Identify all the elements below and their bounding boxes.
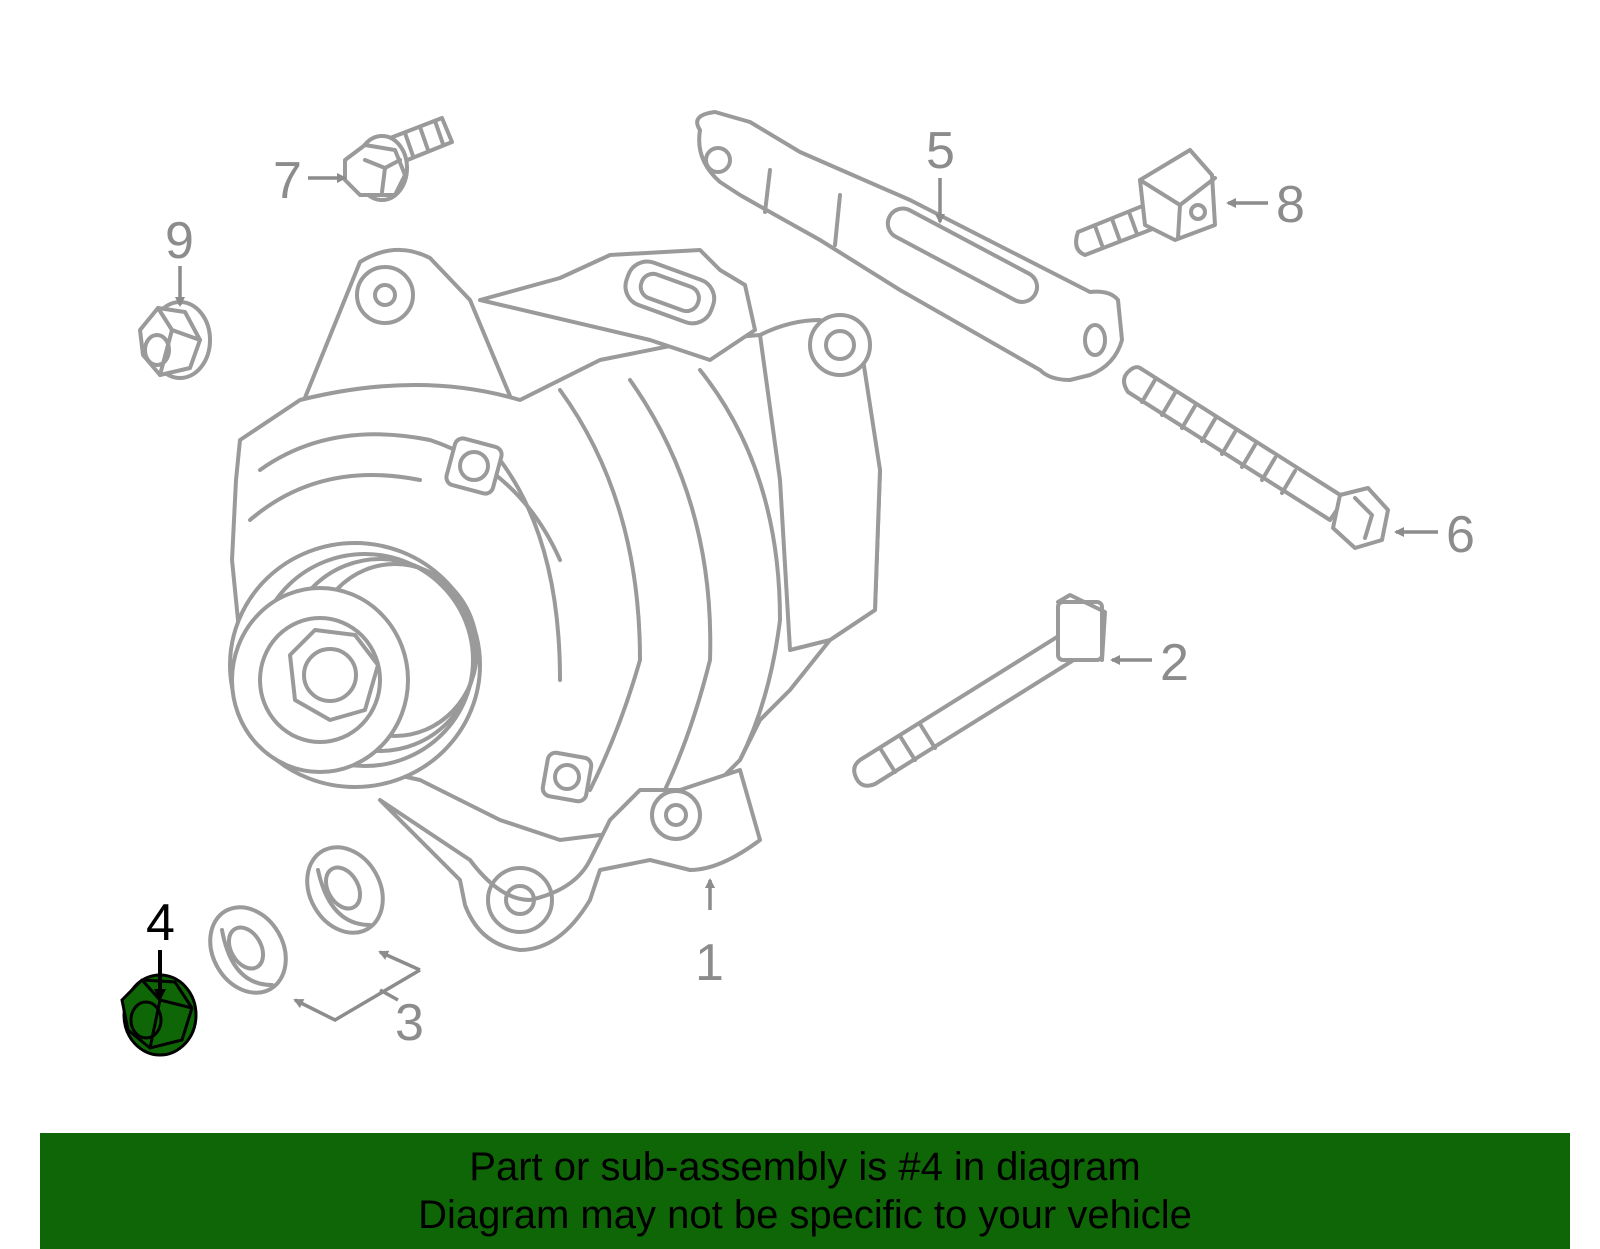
callout-4: 4 (146, 894, 175, 952)
nut-part-9 (138, 300, 212, 380)
long-bolt-part-2 (852, 593, 1107, 788)
banner-line-1: Part or sub-assembly is #4 in diagram (469, 1145, 1141, 1189)
long-bolt-part-6 (1122, 365, 1390, 550)
leader-3b (378, 950, 421, 972)
bracket-part-5 (695, 110, 1124, 382)
banner-line-2: Diagram may not be specific to your vehi… (418, 1193, 1192, 1237)
callout-3: 3 (395, 994, 424, 1052)
leader-lines (154, 173, 1438, 1022)
callout-2: 2 (1160, 634, 1189, 692)
leader-3a (293, 968, 421, 1022)
alternator-part-1 (228, 247, 882, 952)
callout-1: 1 (695, 934, 724, 992)
stud-part-8 (1074, 148, 1217, 257)
washers-part-3 (208, 845, 385, 995)
callout-6: 6 (1446, 506, 1475, 564)
bolt-part-7 (343, 116, 454, 202)
callout-8: 8 (1276, 176, 1305, 234)
callout-5: 5 (926, 122, 955, 180)
callout-labels: 1 2 3 4 5 6 7 8 9 (146, 122, 1475, 1052)
nut-part-4-highlighted (120, 973, 198, 1057)
callout-9: 9 (165, 212, 194, 270)
callout-7: 7 (273, 152, 302, 210)
info-banner: Part or sub-assembly is #4 in diagram Di… (40, 1133, 1570, 1249)
